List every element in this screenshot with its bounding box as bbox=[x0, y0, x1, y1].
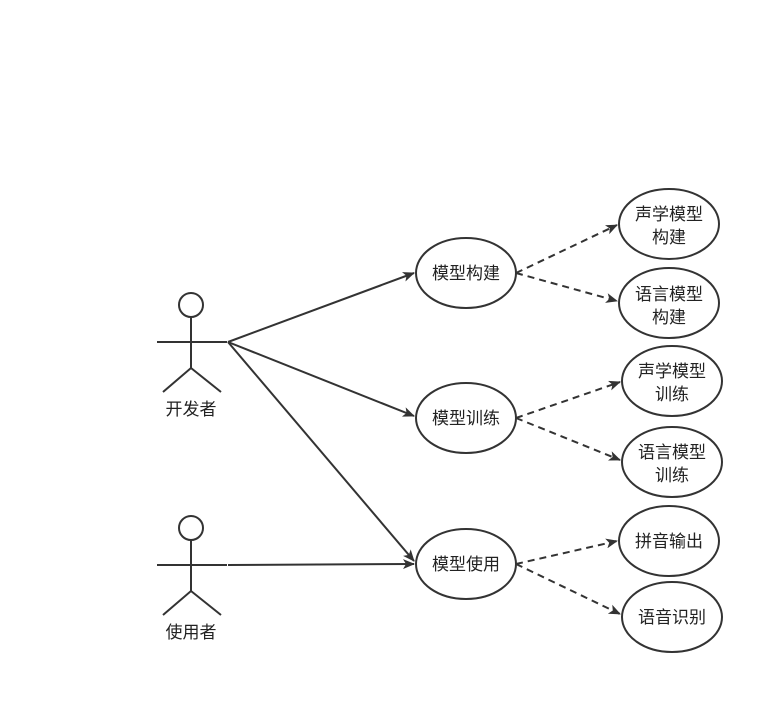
sub-case-label: 声学模型 bbox=[635, 205, 703, 225]
use-case-label: 模型构建 bbox=[432, 264, 500, 284]
actor-label: 使用者 bbox=[166, 622, 217, 643]
sub-case-acoustic-train[interactable]: 声学模型 训练 bbox=[621, 345, 723, 417]
sub-case-acoustic-build[interactable]: 声学模型 构建 bbox=[618, 188, 720, 260]
sub-case-label: 语音识别 bbox=[638, 608, 706, 628]
include-arrow bbox=[515, 272, 618, 303]
sub-case-pinyin-output[interactable]: 拼音输出 bbox=[618, 505, 720, 577]
sub-case-label: 语言模型 bbox=[635, 285, 703, 305]
association-developer-train bbox=[227, 341, 415, 417]
sub-case-label: 构建 bbox=[652, 308, 686, 328]
sub-case-label: 训练 bbox=[655, 466, 689, 486]
association-developer-build bbox=[227, 272, 415, 343]
actor-legs bbox=[162, 589, 222, 616]
use-case-model-train[interactable]: 模型训练 bbox=[415, 382, 517, 454]
actor-legs bbox=[162, 366, 222, 393]
actor-label: 开发者 bbox=[166, 400, 217, 420]
use-case-label: 模型训练 bbox=[432, 409, 500, 429]
use-case-model-build[interactable]: 模型构建 bbox=[415, 237, 517, 309]
sub-case-language-train[interactable]: 语言模型 训练 bbox=[621, 426, 723, 498]
include-arrow bbox=[515, 417, 621, 461]
include-arrow bbox=[515, 224, 618, 274]
use-case-model-use[interactable]: 模型使用 bbox=[415, 528, 517, 600]
use-case-label: 模型使用 bbox=[432, 554, 500, 575]
sub-case-label: 声学模型 bbox=[638, 362, 706, 382]
sub-case-language-build[interactable]: 语言模型 构建 bbox=[618, 267, 720, 339]
sub-case-label: 构建 bbox=[652, 228, 686, 248]
include-arrow bbox=[515, 538, 618, 565]
sub-case-label: 拼音输出 bbox=[635, 532, 703, 552]
association-developer-use bbox=[227, 341, 415, 562]
actor-head bbox=[178, 292, 204, 318]
sub-case-speech-recognition[interactable]: 语音识别 bbox=[621, 581, 723, 653]
sub-case-label: 语言模型 bbox=[638, 443, 706, 463]
include-arrow bbox=[515, 380, 621, 419]
include-arrow bbox=[515, 563, 621, 615]
actor-head bbox=[178, 515, 204, 541]
sub-case-label: 训练 bbox=[655, 385, 689, 405]
association-user-use bbox=[227, 559, 415, 570]
actor-user[interactable]: 使用者 bbox=[157, 515, 227, 643]
actor-developer[interactable]: 开发者 bbox=[157, 292, 227, 420]
